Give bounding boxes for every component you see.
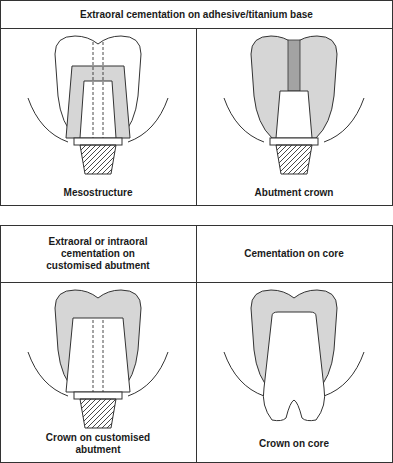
table-header-cell: Cementation on core: [198, 227, 390, 281]
crown-on-core-figure: [224, 290, 364, 421]
table-header: Extraoral cementation on adhesive/titani…: [80, 9, 313, 21]
figure-label: Mesostructure: [64, 187, 133, 199]
figure-label: Crown on customised abutment: [38, 432, 158, 456]
customised-abutment-figure: [28, 290, 168, 428]
figure-label-cell: Crown on customised abutment: [2, 428, 194, 460]
figure-label-cell: Mesostructure: [2, 183, 194, 203]
table-header: Extraoral or intraoral cementation on cu…: [33, 236, 163, 272]
mesostructure-figure: [28, 36, 168, 174]
figure-label-cell: Abutment crown: [198, 183, 390, 203]
table-header-cell: Extraoral cementation on adhesive/titani…: [0, 1, 393, 28]
figure-label: Abutment crown: [255, 187, 334, 199]
abutment-crown-figure: [224, 36, 364, 174]
table-header: Cementation on core: [244, 248, 343, 260]
table-header-cell: Extraoral or intraoral cementation on cu…: [2, 227, 194, 281]
figure-label-cell: Crown on core: [198, 428, 390, 460]
figure-label: Crown on core: [259, 438, 329, 450]
